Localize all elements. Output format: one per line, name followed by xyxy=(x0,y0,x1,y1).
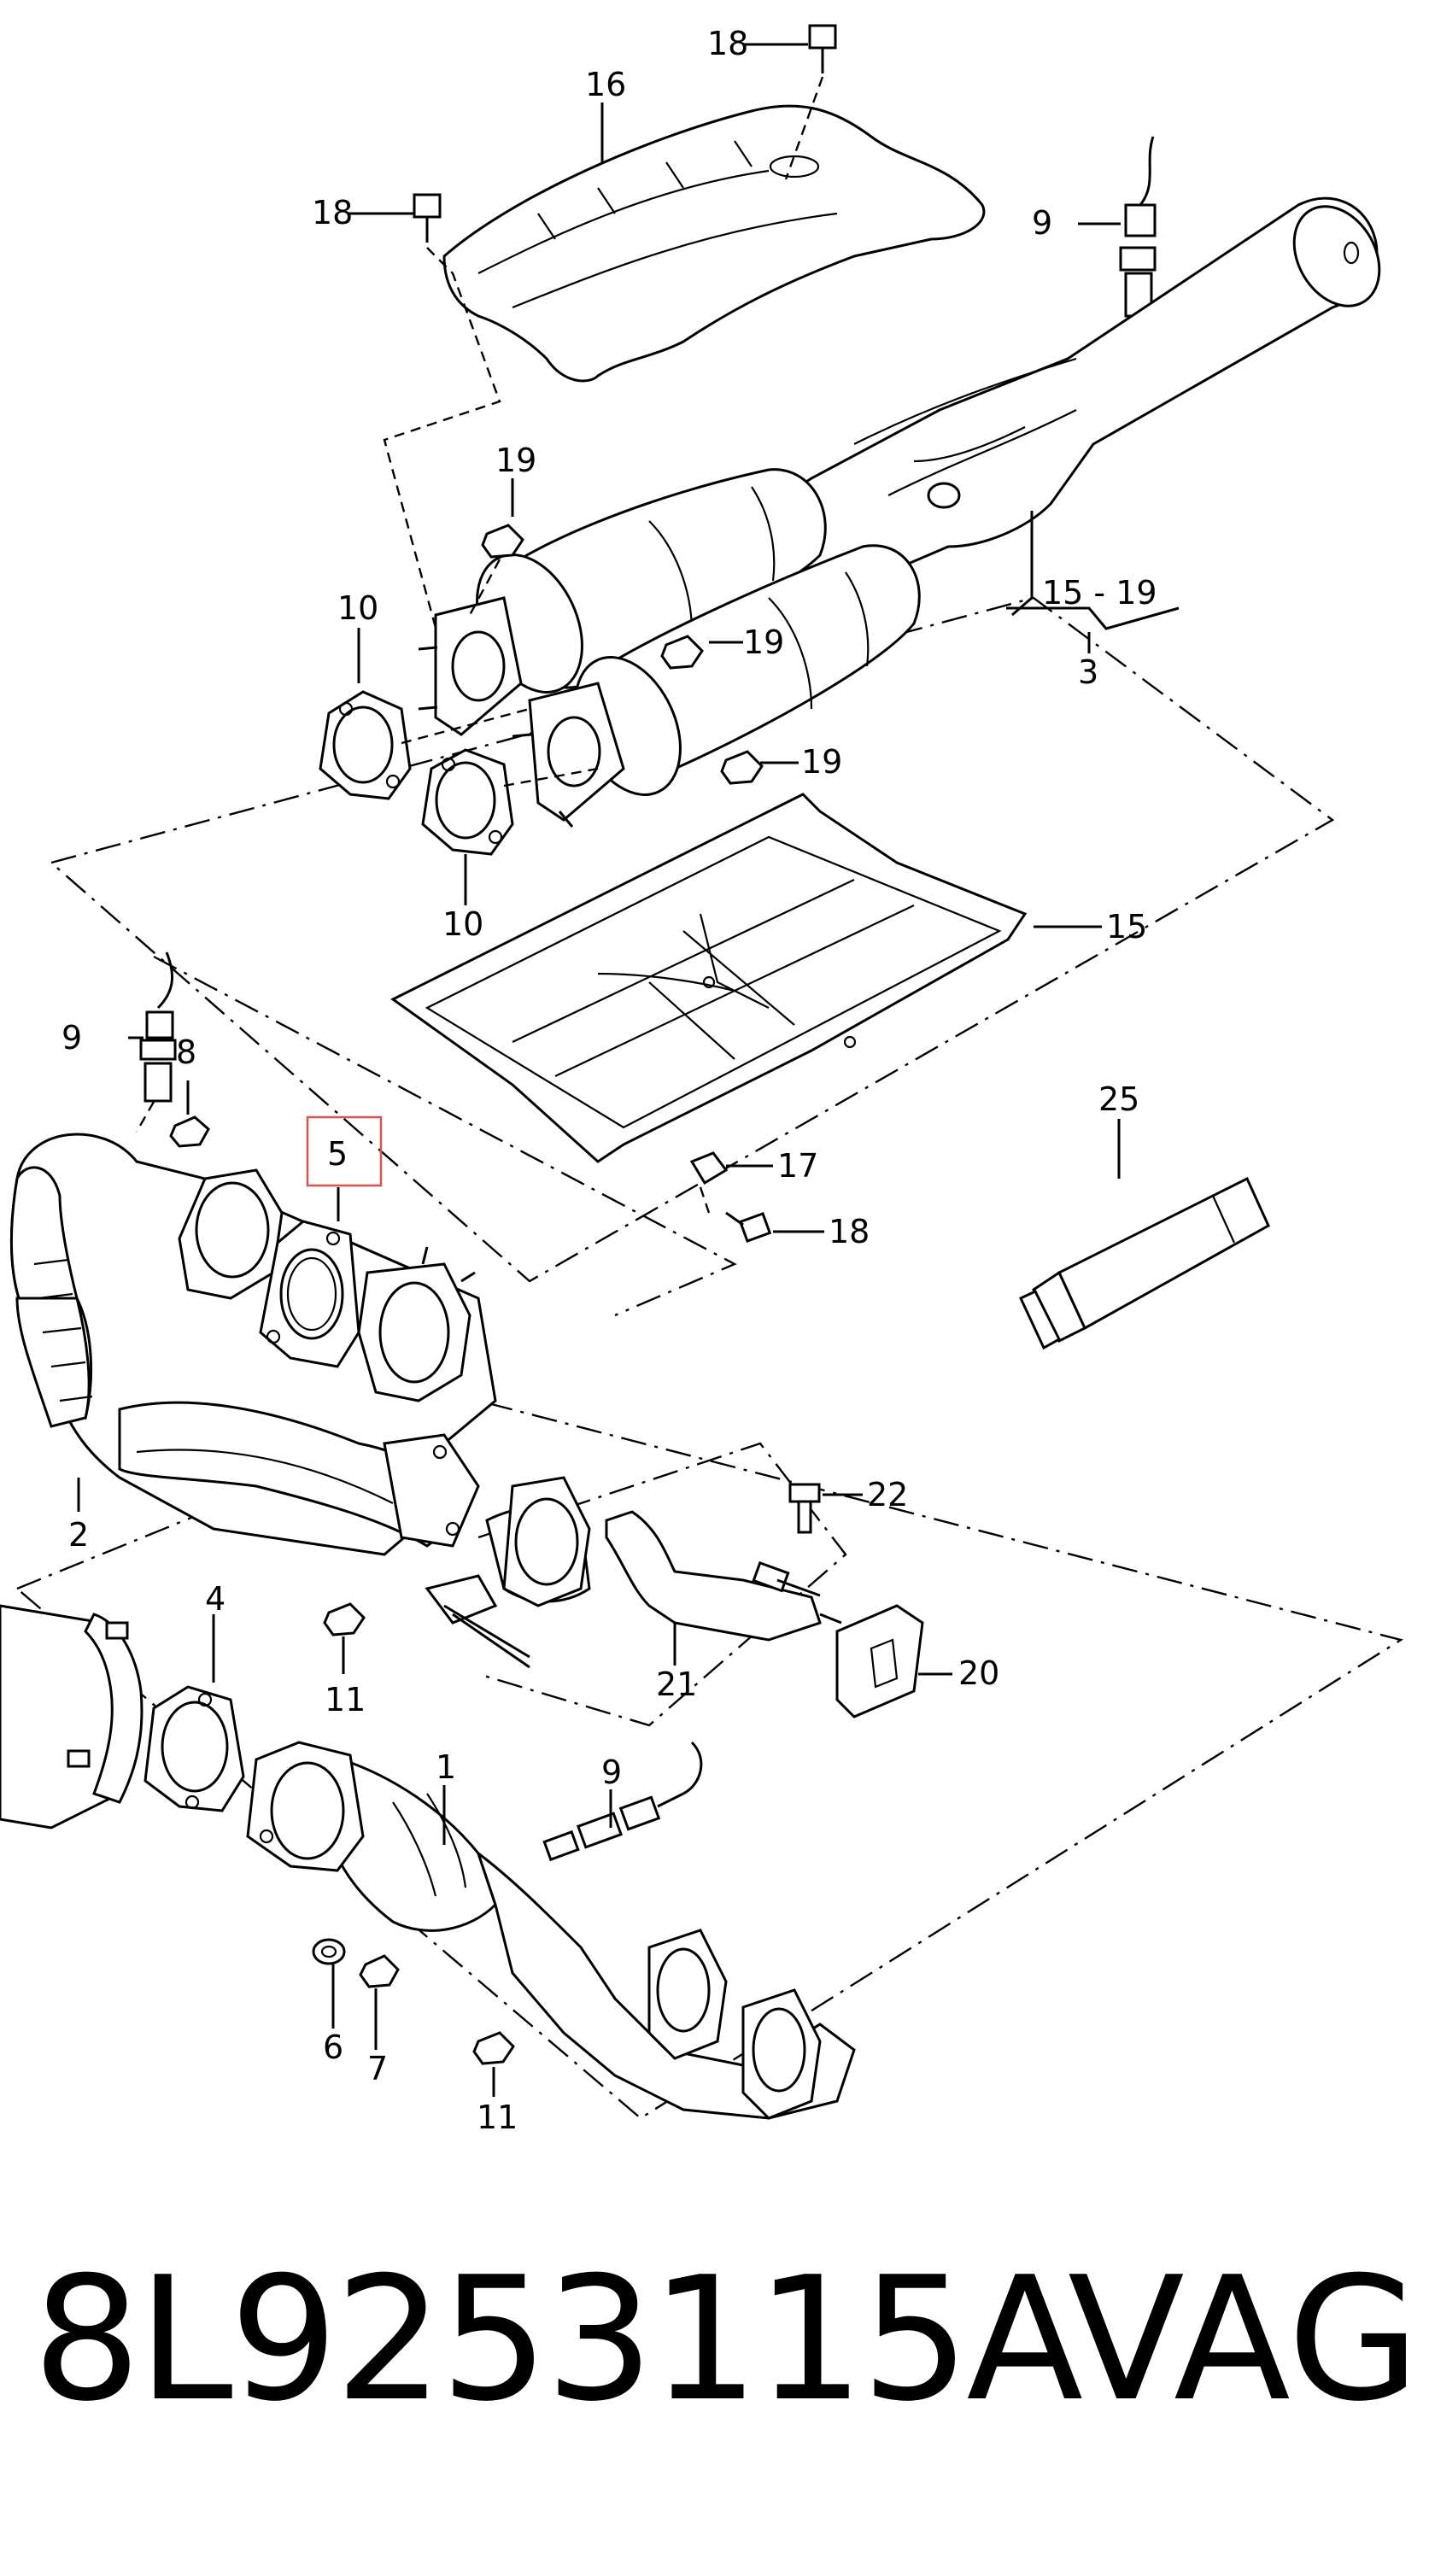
label-22: 22 xyxy=(867,1476,908,1513)
underbody-shield-15 xyxy=(390,793,1028,1163)
bolt-18-left xyxy=(383,193,501,629)
label-5: 5 xyxy=(327,1135,348,1173)
label-17: 17 xyxy=(777,1147,818,1185)
highlight-box-5 xyxy=(306,1115,383,1187)
nut-8 xyxy=(169,1115,210,1148)
label-9-top: 9 xyxy=(1032,204,1052,242)
gasket-5 xyxy=(259,1220,360,1368)
label-18-left: 18 xyxy=(312,194,353,231)
label-2: 2 xyxy=(68,1516,89,1554)
bolt-22 xyxy=(788,1483,821,1534)
part-number: 8L9253115A xyxy=(32,2240,1083,2439)
assembly-frame-mid xyxy=(153,955,737,1317)
nut-11-upper xyxy=(323,1602,366,1636)
leader-lines xyxy=(77,43,1180,2097)
heat-shield-16 xyxy=(442,104,986,383)
nut-11-lower xyxy=(472,2031,515,2065)
bolt-18-top xyxy=(784,24,837,180)
label-6: 6 xyxy=(323,2029,343,2066)
label-16: 16 xyxy=(585,66,626,103)
nut-19-lower xyxy=(720,750,764,785)
label-21: 21 xyxy=(656,1666,697,1703)
washer-6 xyxy=(312,1938,346,1965)
sealing-compound-tube-25 xyxy=(1019,1176,1270,1350)
gasket-10-upper xyxy=(319,690,530,800)
nut-19-top xyxy=(468,524,524,616)
label-25: 25 xyxy=(1098,1080,1139,1118)
label-7: 7 xyxy=(367,2050,388,2087)
label-8: 8 xyxy=(176,1033,196,1071)
exploded-parts-diagram: 18 16 18 9 19 10 19 15 - 19 3 19 10 15 9… xyxy=(0,24,1403,2136)
label-11-upper: 11 xyxy=(325,1681,366,1718)
bracket-21 xyxy=(425,1510,822,1669)
front-pipe-2 xyxy=(9,1133,591,1607)
assembly-frame-upper xyxy=(50,596,1335,1283)
oxygen-sensor-9-left xyxy=(135,951,177,1133)
converter-flange-lower xyxy=(512,682,625,828)
label-19-middle: 19 xyxy=(743,624,784,661)
brand-name: VAG xyxy=(1068,2240,1420,2439)
sub-frame-21 xyxy=(477,1442,847,1727)
front-pipe-1 xyxy=(0,1604,856,2120)
label-11-lower: 11 xyxy=(477,2099,518,2136)
label-1: 1 xyxy=(436,1748,456,1786)
clip-17 xyxy=(689,1151,729,1214)
label-10-upper: 10 xyxy=(337,589,378,627)
label-15-19: 15 - 19 xyxy=(1042,574,1157,612)
label-18-top: 18 xyxy=(707,25,748,62)
label-19-top: 19 xyxy=(495,442,536,479)
label-9-lower: 9 xyxy=(601,1753,622,1791)
oxygen-sensor-9-lower xyxy=(542,1741,703,1862)
catalytic-converter-assembly-3 xyxy=(476,196,1381,796)
oxygen-sensor-9-top xyxy=(1118,136,1157,342)
label-15: 15 xyxy=(1106,908,1147,946)
label-3: 3 xyxy=(1078,653,1098,691)
gasket-4 xyxy=(143,1685,245,1812)
gasket-10-lower xyxy=(421,748,599,856)
label-4: 4 xyxy=(205,1580,225,1618)
nut-7 xyxy=(359,1954,400,1988)
nut-19-middle xyxy=(660,635,704,670)
flange-ring xyxy=(246,1741,365,1872)
bolt-18-lower xyxy=(725,1211,772,1243)
converter-flange-upper xyxy=(418,596,523,736)
rubber-mount-20 xyxy=(819,1604,924,1718)
label-19-lower: 19 xyxy=(801,743,842,781)
label-10-lower: 10 xyxy=(442,905,483,943)
label-9-left: 9 xyxy=(61,1019,82,1057)
label-18-lower: 18 xyxy=(829,1213,870,1250)
label-20: 20 xyxy=(958,1654,999,1692)
